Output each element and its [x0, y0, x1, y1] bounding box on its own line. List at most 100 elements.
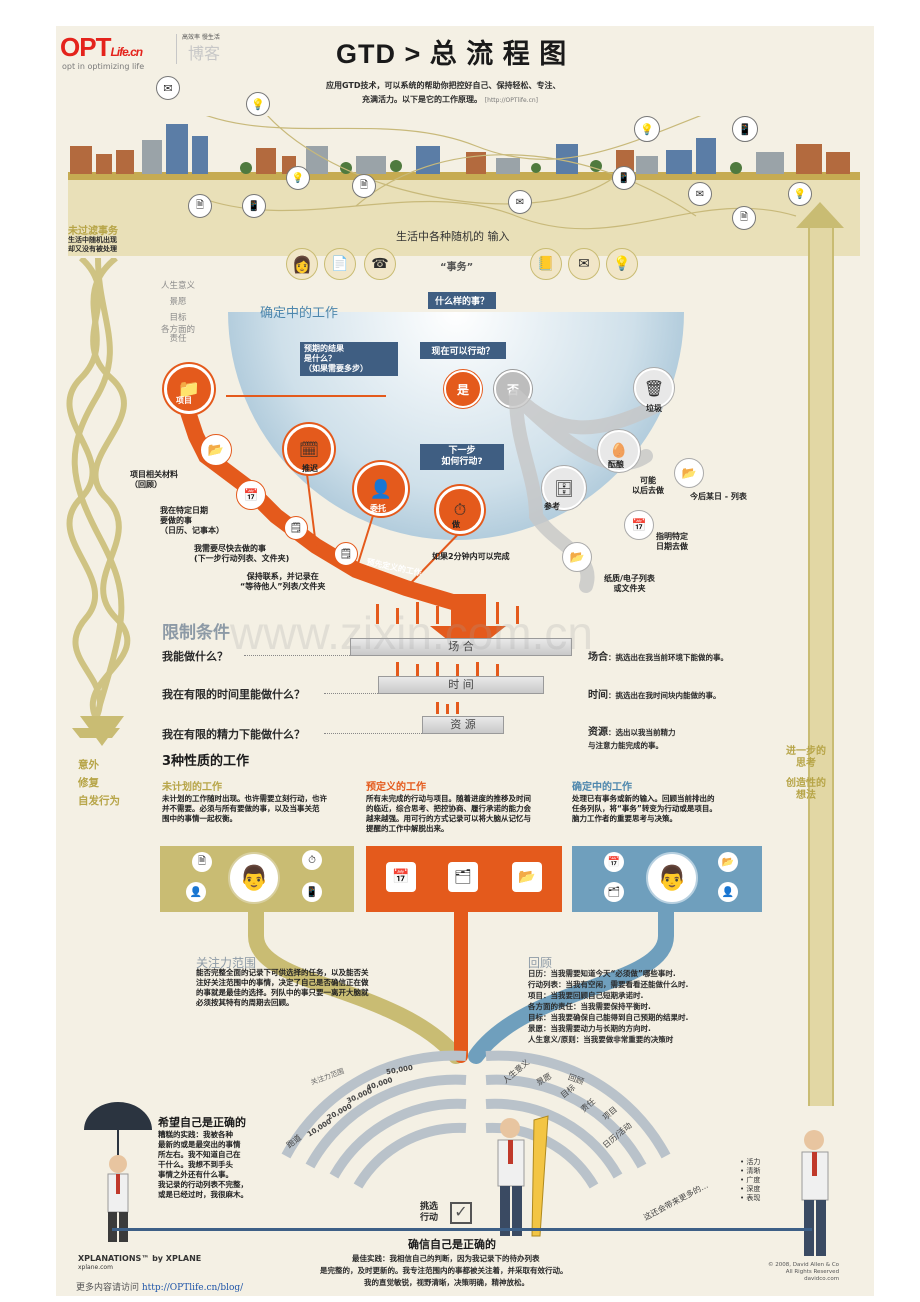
- next-actions-label: 我需要尽快去做的事 (下一步行动列表、文件夹): [194, 544, 290, 563]
- reference-label: 参考: [544, 502, 560, 511]
- delegate-node[interactable]: 👤: [354, 462, 408, 516]
- stuff-label: “事务”: [440, 262, 474, 273]
- choose-action: 挑选 行动: [420, 1202, 439, 1223]
- down-arrow: [80, 716, 124, 746]
- tickler-label: 指明特定 日期去做: [656, 532, 688, 551]
- phone-icon: 📱: [242, 194, 266, 218]
- yes-circle[interactable]: 是: [444, 370, 482, 408]
- maybe-label: 可能 以后去做: [632, 476, 664, 495]
- predefined-title: 预定义的工作: [366, 782, 426, 793]
- defining-desc: 处理已有事务或新的输入。回顾当前排出的 任务列队，将“事务”转变为行动或是项目。…: [572, 794, 717, 823]
- person-icon: 👨: [228, 852, 280, 904]
- horizon-item: 人生意义: [160, 281, 195, 291]
- feel-item: • 深度: [740, 1185, 761, 1193]
- calendar-icon: 📅: [236, 480, 266, 510]
- time-bar-label: 时 间: [448, 678, 474, 691]
- unplanned-desc: 未计划的工作随时出现。也许需要立刻行动，也许 并不需要。必须与所有要做的事，以及…: [162, 794, 327, 823]
- result-3-label: 资源: [588, 727, 608, 738]
- bottom-divider: [112, 1228, 812, 1231]
- calendar-icon: 📅: [386, 862, 416, 892]
- predefined-desc: 所有未完成的行动与项目。随着进度的推移及时间 的临近，综合思考、把控协商、履行承…: [366, 794, 531, 833]
- defined-area-title: 确定中的工作: [260, 306, 339, 321]
- project-label: 项目: [176, 396, 192, 405]
- review-line: 日历：当我需要知道今天“必须做”哪些事时.: [528, 969, 676, 978]
- unplanned-title: 未计划的工作: [162, 782, 222, 793]
- up-arrow-head: [796, 202, 844, 228]
- xplane-url[interactable]: xplane.com: [78, 1264, 113, 1271]
- waiting-label: 保持联系，并记录在 “等待他人”列表/文件夹: [240, 572, 326, 591]
- reference-node[interactable]: 🗄: [542, 466, 586, 510]
- calendar-icon: 📅: [604, 852, 624, 872]
- incubate-label: 酝酿: [608, 460, 624, 469]
- logo-divider: [176, 34, 177, 64]
- do-node[interactable]: ⏱: [436, 486, 484, 534]
- hope-title: 希望自己是正确的: [158, 1116, 246, 1129]
- energy-bar-label: 资 源: [450, 718, 476, 731]
- what-is-it: 什么样的事？: [428, 292, 496, 309]
- feel-item: • 广度: [740, 1176, 761, 1184]
- constraint-question-2: 我在有限的时间里能做什么？: [162, 688, 305, 701]
- result-3-text: ：选出以我当前精力 与注意力能完成的事。: [588, 728, 676, 750]
- lightbulb-icon: 💡: [606, 248, 638, 280]
- lightbulb-icon: 💡: [634, 116, 660, 142]
- project-materials-icon: 📂: [200, 434, 232, 466]
- feel-item-text: 清晰: [746, 1167, 761, 1175]
- footer-link[interactable]: http://OPTlife.cn/blog/: [141, 1283, 244, 1293]
- review-title: 回顾: [528, 956, 553, 970]
- incubate-node[interactable]: 🥚: [598, 430, 640, 472]
- document-icon: 🗎: [352, 174, 376, 198]
- next-action-question: 下一步 如何行动?: [420, 444, 504, 470]
- person-icon: 👩: [286, 248, 318, 280]
- subtitle-link[interactable]: [http://OPTlife.cn]: [484, 97, 539, 104]
- logo-tagline: opt in optimizing life: [62, 62, 145, 71]
- blog-mark: 博客: [188, 44, 221, 63]
- subtitle-line2-text: 充满活力。以下是它的工作原理。: [362, 95, 482, 104]
- yes-label: 是: [456, 382, 469, 397]
- phone-icon: ☎: [364, 248, 396, 280]
- lightbulb-icon: 💡: [286, 166, 310, 190]
- email-icon: ✉: [688, 182, 712, 206]
- result-2-label: 时间: [588, 690, 608, 701]
- project-node[interactable]: 📁: [164, 364, 214, 414]
- review-line: 目标：当我要确保自己能得到自己预期的结果时.: [528, 1013, 689, 1022]
- confident-line2: 是完整的，及时更新的。我专注范围内的事都被关注着，并采取有效行动。: [320, 1266, 568, 1275]
- logo[interactable]: OPTLife.cn: [60, 32, 143, 62]
- files-label: 纸质/电子列表 或文件夹: [604, 574, 655, 593]
- tickler-icon: 📅: [624, 510, 654, 540]
- three-kinds-heading: 3种性质的工作: [162, 754, 250, 769]
- person-icon: 👨: [646, 852, 698, 904]
- unfiltered-desc: 生活中随机出现 却又没有被处理: [68, 236, 117, 253]
- feel-item-text: 广度: [746, 1176, 761, 1184]
- dotted-line-3: [324, 733, 422, 734]
- files-icon: 🗂: [604, 882, 624, 902]
- feel-item-text: 深度: [746, 1185, 761, 1193]
- energy-bar: 资 源: [422, 716, 504, 734]
- subtitle-line2: 充满活力。以下是它的工作原理。 [http://OPTlife.cn]: [362, 94, 538, 105]
- review-list: 日历：当我需要知道今天“必须做”哪些事时. 行动列表：当我有空闲，需要看看还能做…: [528, 968, 688, 1045]
- files-icon: 🗂: [448, 862, 478, 892]
- result-1-text: ：挑选出在我当前环境下能做的事。: [608, 653, 728, 662]
- focus-title: 关注力范围: [196, 956, 257, 970]
- trash-node[interactable]: 🗑: [634, 368, 674, 408]
- someday-icon: 📂: [674, 458, 704, 488]
- defer-node[interactable]: 🗓: [284, 424, 334, 474]
- horizons-fan: [281, 1050, 671, 1189]
- confident-title: 确信自己是正确的: [408, 1238, 496, 1251]
- feel-item-text: 活力: [746, 1158, 761, 1166]
- hope-desc: 糟糕的实践：我被各种 最新的或是最突出的事情 所左右。我不知道自己在 干什么。我…: [158, 1130, 248, 1199]
- page-title: GTD > 总 流 程 图: [336, 39, 568, 69]
- creative-ideas: 创造性的 想法: [786, 778, 826, 801]
- further-thought: 进一步的 思考: [786, 746, 826, 769]
- result-2-text: ：挑选出在我时间块内能做的事。: [608, 691, 721, 700]
- lightbulb-icon: 💡: [246, 92, 270, 116]
- email-icon: ✉: [568, 248, 600, 280]
- review-line: 行动列表：当我有空闲，需要看看还能做什么时.: [528, 980, 689, 989]
- checkbox-icon[interactable]: ✓: [450, 1202, 472, 1224]
- confident-line3: 我的直觉敏锐，视野清晰，决策明确，精神放松。: [364, 1278, 529, 1287]
- horizon-item: 景愿: [169, 297, 187, 307]
- pencil-man: [497, 1115, 549, 1237]
- result-1-label: 场合: [588, 652, 608, 663]
- up-arrow-shaft: [808, 226, 834, 1106]
- email-icon: ✉: [156, 76, 180, 100]
- files-icon: 📂: [562, 542, 592, 572]
